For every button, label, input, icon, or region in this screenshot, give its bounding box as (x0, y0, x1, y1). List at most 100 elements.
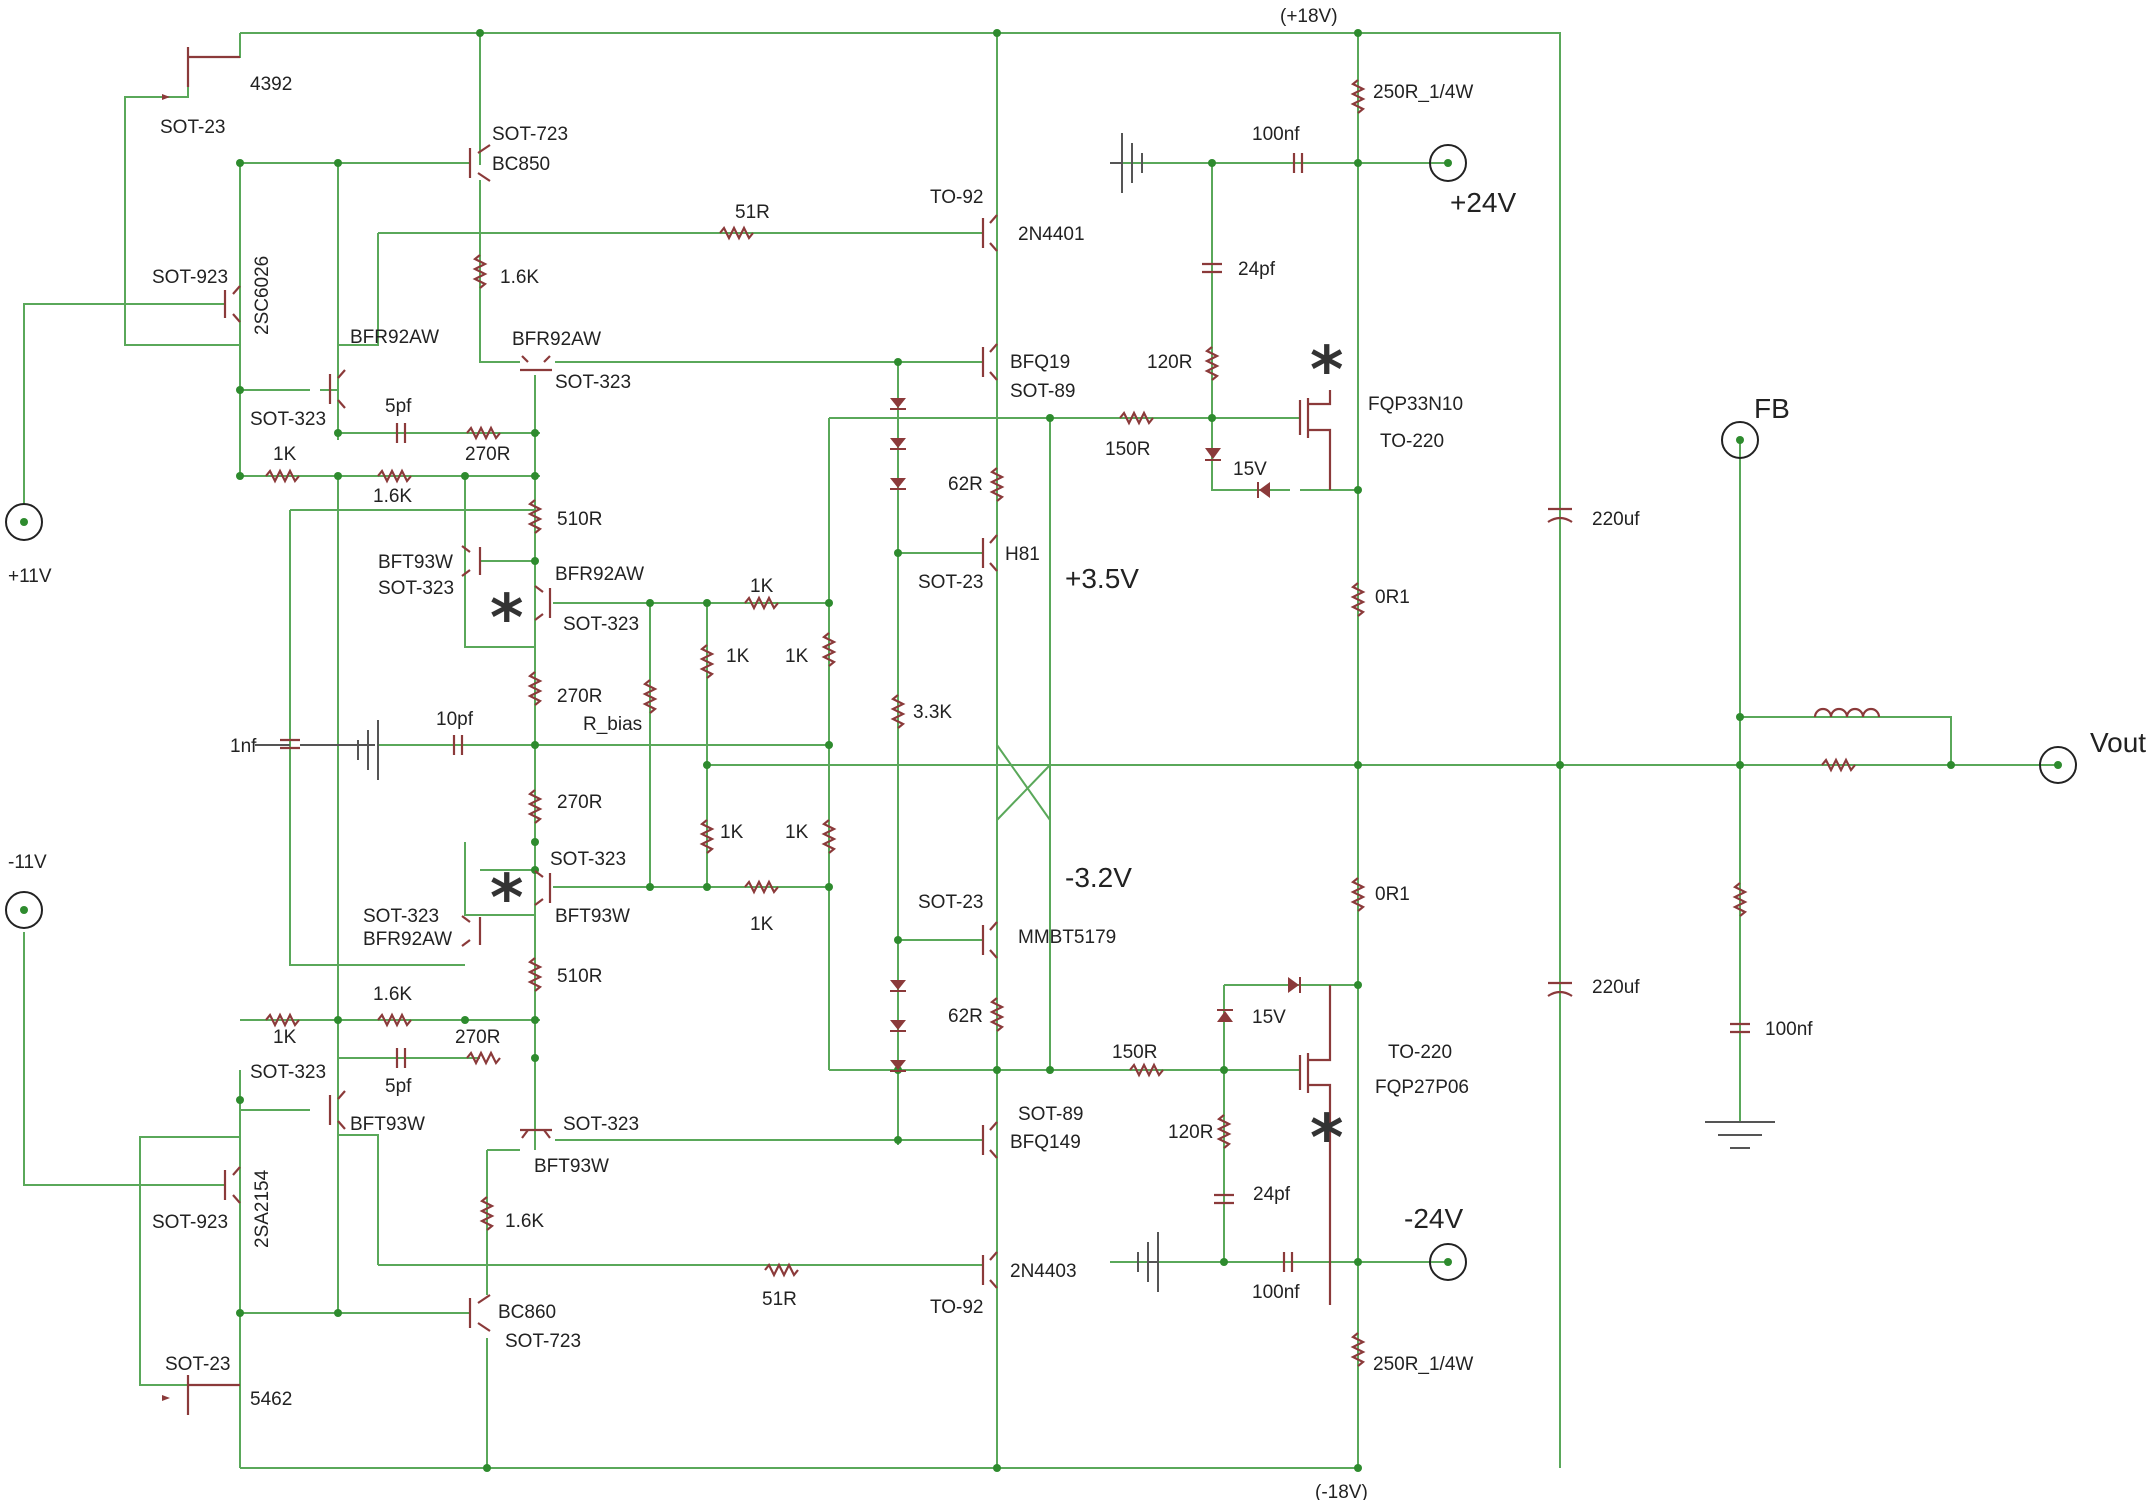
port-plus-24v (1429, 144, 1467, 182)
capacitor-100nf-output (1730, 1022, 1750, 1034)
marker-star-upper-mosfet: * (1310, 334, 1343, 408)
label-r-51r-lower: 51R (762, 1289, 797, 1310)
resistors (265, 79, 1856, 1367)
label-port-minus-11v: -11V (8, 852, 47, 873)
port-vout (2039, 746, 2077, 784)
label-r-1k-lower-left: 1K (273, 1027, 297, 1048)
label-bc860-pkg: SOT-723 (505, 1331, 581, 1352)
transistor-bft93w-a (461, 545, 482, 577)
label-port-plus-24v: +24V (1450, 187, 1516, 218)
resistor-62r-lower (989, 997, 1005, 1032)
resistor-1k-a (744, 595, 779, 611)
inductor-output (1813, 707, 1881, 718)
transistor-bfr92aw-a (328, 369, 346, 409)
resistor-1.6k-upper-left (377, 468, 412, 484)
capacitors (280, 153, 1881, 1272)
mosfet-fqp27p06 (1298, 985, 1332, 1305)
capacitor-220uf-lower (1547, 981, 1573, 997)
label-r-270r-upper: 270R (465, 444, 510, 465)
label-r-270r-lower: 270R (455, 1027, 500, 1048)
resistor-output-series (1821, 757, 1856, 773)
transistor-2n4401 (981, 214, 998, 252)
resistor-1k-f (821, 819, 837, 854)
label-5462-name: 5462 (250, 1389, 292, 1410)
label-c-24pf-upper: 24pf (1238, 259, 1276, 280)
label-bfq149-pkg: SOT-89 (1018, 1104, 1083, 1125)
transistor-5462 (162, 1375, 240, 1415)
transistor-bfq149 (981, 1121, 998, 1159)
port-minus-24v (1429, 1243, 1467, 1281)
label-bfr92aw-a-name: BFR92AW (350, 327, 439, 348)
label-bfr92aw-d-name: BFR92AW (363, 929, 452, 950)
resistor-120r-upper (1204, 346, 1220, 381)
transistor-bfq19 (981, 343, 998, 381)
label-r-510r-upper: 510R (557, 509, 602, 530)
label-c-5pf-upper: 5pf (385, 396, 412, 417)
label-bfr92aw-c-name: BFR92AW (555, 564, 644, 585)
label-5462-pkg: SOT-23 (165, 1354, 230, 1375)
resistor-3.3k (890, 694, 906, 729)
label-c-220uf-upper: 220uf (1592, 509, 1640, 530)
label-2sc6026-name: 2SC6026 (252, 256, 273, 335)
label-bft93w-d-name: BFT93W (534, 1156, 609, 1177)
label-r-1.6k-bc850: 1.6K (500, 267, 539, 288)
label-c-5pf-lower: 5pf (385, 1076, 412, 1097)
label-bfq19-name: BFQ19 (1010, 352, 1070, 373)
ground-symbol-upper (1110, 133, 1143, 193)
label-r-1k-f: 1K (785, 822, 809, 843)
capacitor-10pf (452, 735, 464, 755)
diodes (890, 398, 1301, 1072)
label-bc850-name: BC850 (492, 154, 550, 175)
label-r-62r-upper: 62R (948, 474, 983, 495)
resistor-51r-upper (719, 225, 754, 241)
mosfet-fqp33n10 (1298, 390, 1332, 490)
transistor-bft93w-b (534, 870, 552, 906)
label-2sc6026-pkg: SOT-923 (152, 267, 228, 288)
label-r-250r-lower: 250R_1/4W (1373, 1354, 1473, 1375)
label-z-15v-upper: 15V (1233, 459, 1267, 480)
label-r-1k-e: 1K (720, 822, 744, 843)
label-4392-pkg: SOT-23 (160, 117, 225, 138)
transistor-bc860 (468, 1294, 491, 1332)
label-c-10pf: 10pf (436, 709, 474, 730)
capacitor-5pf-lower (395, 1048, 407, 1068)
diode-string-lower (890, 980, 906, 1072)
label-r-0r1-upper: 0R1 (1375, 587, 1410, 608)
label-r-bias: R_bias (583, 714, 642, 735)
marker-star-lower-mosfet: * (1310, 1102, 1343, 1176)
label-mmbt5179-name: MMBT5179 (1018, 927, 1116, 948)
label-fqp33n10-pkg: TO-220 (1380, 431, 1444, 452)
capacitor-100nf-lower (1282, 1252, 1294, 1272)
resistor-1.6k-bc850 (472, 254, 488, 289)
label-r-1.6k-upper-left: 1.6K (373, 486, 412, 507)
resistor-1.6k-lower-left (377, 1012, 412, 1028)
resistor-r-bias (642, 679, 658, 714)
resistor-150r-upper (1119, 410, 1154, 426)
label-c-220uf-lower: 220uf (1592, 977, 1640, 998)
capacitor-24pf-upper (1202, 262, 1222, 274)
label-2sa2154-pkg: SOT-923 (152, 1212, 228, 1233)
label-bft93w-c-name: BFT93W (350, 1114, 425, 1135)
marker-star-upper-bfr: * (490, 582, 523, 656)
label-r-51r-upper: 51R (735, 202, 770, 223)
label-2n4401-pkg: TO-92 (930, 187, 984, 208)
label-mmbt5179-pkg: SOT-23 (918, 892, 983, 913)
resistor-270r-mid-upper (527, 671, 543, 706)
wires (23, 32, 2058, 1469)
resistor-510r-lower (527, 957, 543, 992)
label-r-250r-upper: 250R_1/4W (1373, 82, 1473, 103)
label-2n4403-pkg: TO-92 (930, 1297, 984, 1318)
port-plus-11v (5, 503, 43, 541)
resistor-510r-upper (527, 499, 543, 534)
diode-string-upper (890, 398, 906, 490)
label-h81-pkg: SOT-23 (918, 572, 983, 593)
transistor-2sc6026 (223, 285, 241, 323)
label-bft93w-a-name: BFT93W (378, 552, 453, 573)
resistor-270r-upper (466, 425, 501, 441)
label-c-100nf-upper: 100nf (1252, 124, 1300, 145)
label-h81-name: H81 (1005, 544, 1040, 565)
resistor-120r-lower (1216, 1114, 1232, 1149)
transistor-2sa2154 (223, 1166, 241, 1204)
label-r-510r-lower: 510R (557, 966, 602, 987)
